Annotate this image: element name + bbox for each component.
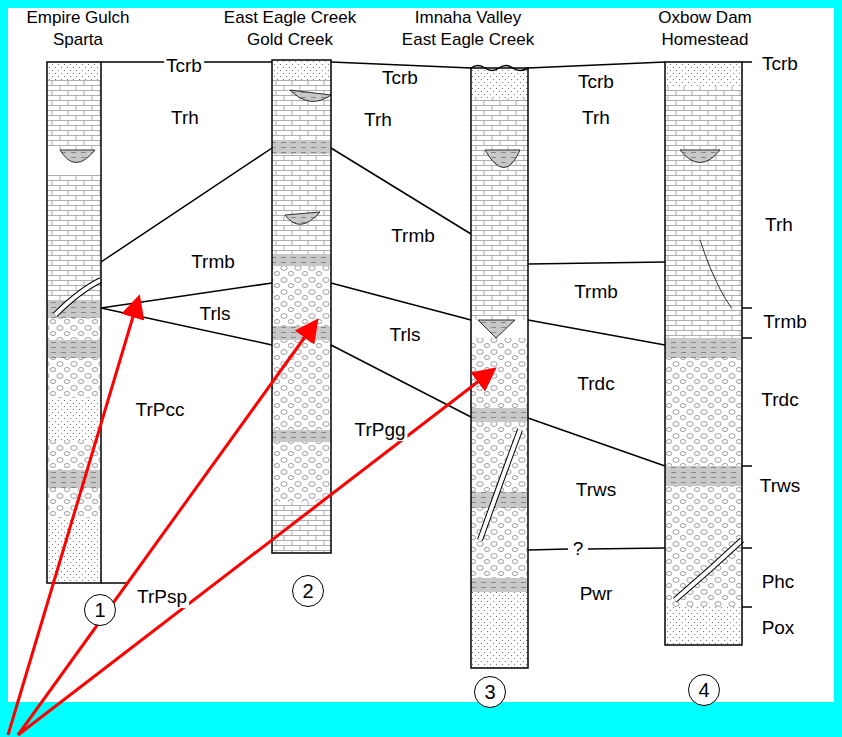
- formation-label: Tcrb: [380, 67, 420, 89]
- column-number-circle: 4: [688, 674, 720, 706]
- column-number-circle: 3: [474, 676, 506, 708]
- column-number-circle: 2: [292, 575, 324, 607]
- correlation-lines: [101, 62, 752, 607]
- formation-label: Trdc: [575, 373, 616, 395]
- locality-title: Imnaha Valley: [413, 8, 523, 28]
- formation-label: Trh: [763, 214, 795, 236]
- strat-column: [272, 60, 331, 553]
- callout-number: 3: [484, 682, 495, 702]
- locality-title: East Eagle Creek: [400, 30, 536, 50]
- formation-label: Trmb: [572, 281, 620, 303]
- callout-number: 1: [94, 600, 105, 620]
- formation-label: TrPgg: [352, 419, 407, 441]
- locality-title: Oxbow Dam: [656, 8, 754, 28]
- formation-label: Trh: [580, 107, 612, 129]
- strat-column: [665, 62, 742, 645]
- callout-number: 2: [302, 581, 313, 601]
- formation-label: Tcrb: [576, 71, 616, 93]
- formation-label: Trh: [362, 109, 394, 131]
- formation-label: Trdc: [759, 389, 800, 411]
- formation-label: Trws: [758, 475, 802, 497]
- formation-label: Trmb: [389, 225, 437, 247]
- formation-label: TrPcc: [134, 399, 187, 421]
- formation-label: Trls: [198, 303, 233, 325]
- strat-column: [47, 62, 101, 583]
- formation-label: Trws: [574, 479, 618, 501]
- formation-label: Trmb: [189, 251, 237, 273]
- formation-label: Trmb: [761, 311, 809, 333]
- formation-label: Pox: [760, 617, 797, 639]
- formation-label: Phc: [760, 571, 797, 593]
- pointer-arrows: [8, 300, 492, 735]
- callout-number: 4: [698, 680, 709, 700]
- formation-label: Trls: [388, 324, 423, 346]
- formation-label: Tcrb: [760, 53, 800, 75]
- strat-column: [471, 66, 528, 669]
- locality-title: Empire Gulch: [25, 8, 132, 28]
- locality-title: Gold Creek: [245, 30, 335, 50]
- locality-title: Sparta: [51, 30, 105, 50]
- locality-title: East Eagle Creek: [222, 8, 358, 28]
- formation-label: ?: [571, 538, 586, 560]
- locality-title: Homestead: [660, 30, 751, 50]
- formation-label: Trh: [169, 107, 201, 129]
- formation-label: Tcrb: [164, 55, 204, 77]
- formation-label: Pwr: [578, 583, 615, 605]
- formation-label: TrPsp: [135, 586, 189, 608]
- column-number-circle: 1: [84, 594, 116, 626]
